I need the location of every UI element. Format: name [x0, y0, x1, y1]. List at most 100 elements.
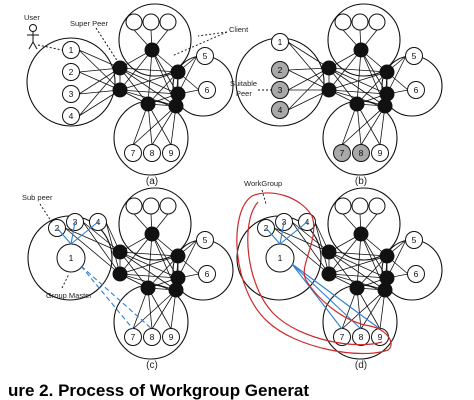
blue-links [56, 221, 153, 330]
top-client-2 [142, 197, 160, 215]
client-number: 1 [69, 253, 74, 263]
client-link [82, 221, 121, 275]
client-link [356, 103, 381, 146]
top-client-3 [368, 13, 386, 31]
super-peer-node [112, 60, 128, 76]
suitable-peer-label-line1: Suitable [230, 79, 257, 88]
client-number: 8 [359, 332, 364, 342]
superpeer-link [147, 49, 153, 105]
client-number: 4 [305, 217, 310, 227]
annotation-pointers [39, 203, 70, 289]
superpeer-link [360, 233, 388, 279]
superpeer-link [328, 67, 388, 73]
workgroup-label: WorkGroup [244, 179, 282, 188]
client-link [341, 105, 386, 146]
superpeer-link [119, 273, 179, 279]
client-number: 3 [278, 85, 283, 95]
client-number: 1 [278, 37, 283, 47]
client-number: 9 [378, 148, 383, 158]
superpeer-link [119, 255, 179, 275]
client-node [62, 85, 80, 103]
superpeer-link [151, 233, 179, 279]
client-link [151, 105, 177, 146]
client-link [132, 289, 177, 330]
super-peer-node [379, 86, 395, 102]
super-peer-node [377, 98, 393, 114]
top-client-3 [368, 197, 386, 215]
super-peer-node [349, 280, 365, 296]
superpeer-link [356, 233, 362, 289]
super-peer-node [321, 60, 337, 76]
client-number: 9 [169, 148, 174, 158]
client-link [273, 227, 330, 275]
client-number: 4 [69, 111, 74, 121]
superpeer-link [119, 67, 177, 107]
super-peer-node [353, 226, 369, 242]
client-node [407, 81, 425, 99]
client-link [314, 221, 330, 275]
superpeer-link [328, 71, 388, 91]
top-client-1 [125, 197, 143, 215]
client-node [405, 231, 423, 249]
group-link [279, 221, 308, 245]
super-peer-node [144, 226, 160, 242]
client-node [352, 144, 370, 162]
client-number: 8 [150, 332, 155, 342]
top-client-2 [142, 13, 160, 31]
client-number: 7 [131, 148, 136, 158]
super-peers [112, 42, 186, 114]
client-node [271, 33, 289, 51]
client-link [287, 41, 330, 69]
superpeer-link [119, 71, 179, 91]
client-node [333, 144, 351, 162]
client-node [405, 47, 423, 65]
client-number: 5 [412, 51, 417, 61]
client-link [82, 221, 121, 253]
super-peer-node [349, 96, 365, 112]
figure-caption: ure 2. Process of Workgroup Generat [8, 381, 309, 400]
client-number: 3 [73, 217, 78, 227]
client-node [371, 144, 389, 162]
super-peers [321, 42, 395, 114]
client-link [273, 227, 330, 253]
client-link [64, 227, 121, 253]
cluster-top [118, 3, 192, 77]
client-number: 9 [169, 332, 174, 342]
client-number: 8 [359, 148, 364, 158]
client-number: 5 [412, 235, 417, 245]
super-peer-node [377, 282, 393, 298]
group-link [291, 263, 362, 330]
client-number: 5 [203, 235, 208, 245]
cluster-top [327, 3, 401, 77]
super-peer-node [379, 248, 395, 264]
client-number: 1 [69, 45, 74, 55]
group-link [265, 227, 281, 245]
top-client-1 [334, 13, 352, 31]
superpeer-link [328, 251, 388, 257]
client-link [360, 289, 386, 330]
group-link [291, 263, 343, 330]
group-link [70, 221, 99, 245]
group-link [279, 221, 285, 245]
top-client-2 [351, 13, 369, 31]
superpeer-link [147, 233, 153, 289]
client-number: 8 [150, 148, 155, 158]
client-link [287, 67, 330, 91]
superpeer-link [119, 89, 179, 95]
superpeer-link [328, 251, 386, 291]
client-link [151, 289, 177, 330]
superpeer-link [328, 233, 362, 275]
cluster-left [26, 37, 116, 127]
client-number: 3 [69, 89, 74, 99]
client-pointer [197, 31, 228, 37]
super-peer-node [168, 282, 184, 298]
sub-peer-label: Sub peer [22, 193, 53, 202]
super-peer-node [144, 42, 160, 58]
client-link [147, 103, 172, 146]
superpeer-link [360, 49, 388, 95]
